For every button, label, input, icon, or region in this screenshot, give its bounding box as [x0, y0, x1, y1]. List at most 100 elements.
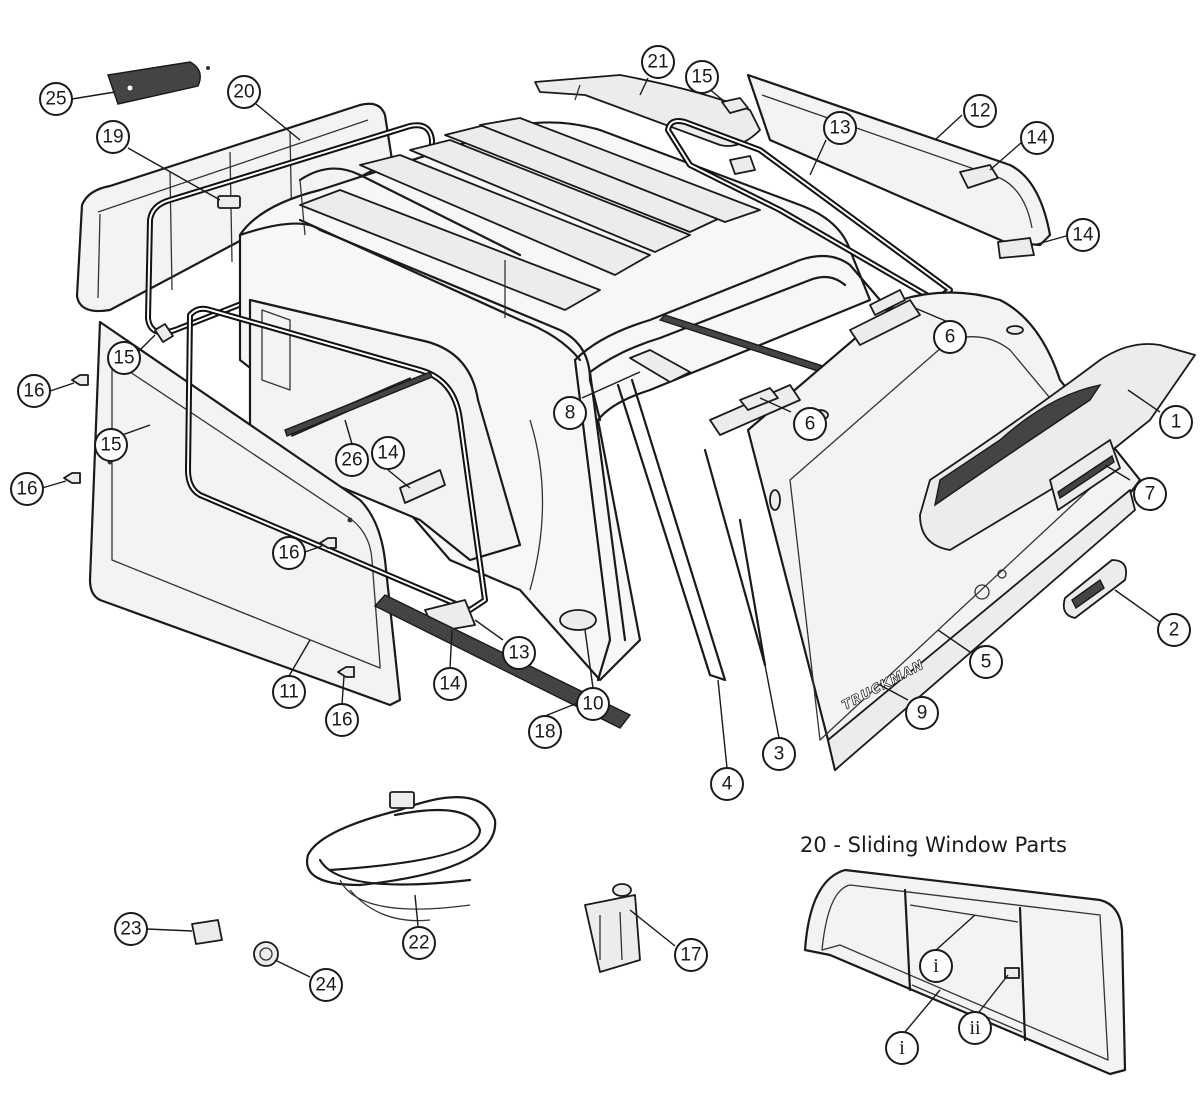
- callout-14-c-label: 14: [377, 443, 399, 464]
- callout-11-label: 11: [279, 682, 299, 703]
- callout-3-label: 3: [774, 744, 785, 765]
- side-rail-part: [284, 371, 433, 437]
- callout-9: 9: [905, 696, 939, 730]
- callout-2: 2: [1157, 613, 1191, 647]
- callout-16-a-label: 16: [23, 381, 44, 402]
- callout-14-b: 14: [1066, 218, 1100, 252]
- callout-8-label: 8: [565, 403, 576, 424]
- callout-13-side-label: 13: [508, 643, 529, 664]
- callout-2-label: 2: [1169, 620, 1180, 641]
- callout-14-a: 14: [1020, 121, 1054, 155]
- rear-upper-glass-part: [746, 73, 1052, 259]
- callout-16-b: 16: [10, 472, 44, 506]
- side-window-seal-part: [185, 305, 488, 613]
- callout-13-top: 13: [823, 111, 857, 145]
- callout-15-b-label: 15: [113, 348, 134, 369]
- callout-6-upper-label: 6: [945, 327, 956, 348]
- canopy-shell-part: [238, 117, 882, 682]
- callout-24-label: 24: [315, 975, 337, 996]
- callout-15-a-label: 15: [691, 67, 712, 88]
- callout-14-c: 14: [371, 436, 405, 470]
- callout-14-d-label: 14: [439, 674, 461, 695]
- callout-16-a: 16: [17, 374, 51, 408]
- clamp-bar-part: [107, 61, 210, 105]
- callout-ii: ii: [958, 1011, 992, 1045]
- callout-8: 8: [553, 396, 587, 430]
- callout-1: 1: [1159, 405, 1193, 439]
- callout-10-label: 10: [582, 694, 603, 715]
- callout-4: 4: [710, 767, 744, 801]
- callout-23-label: 23: [120, 919, 141, 940]
- callout-25-label: 25: [45, 89, 66, 110]
- callout-15-c: 15: [94, 428, 128, 462]
- callout-21-label: 21: [647, 52, 668, 73]
- callout-5-label: 5: [981, 652, 992, 673]
- callout-14-a-label: 14: [1026, 128, 1048, 149]
- callout-18-label: 18: [534, 722, 555, 743]
- callout-1-label: 1: [1171, 412, 1182, 433]
- callouts: 1 2 3 4 5 6 6 7 8 9 10 11 12 13 13 14 14…: [10, 45, 1193, 1065]
- callout-26-label: 26: [341, 450, 362, 471]
- latch-part-14-left: [399, 469, 446, 504]
- callout-i-lower-label: i: [899, 1037, 905, 1059]
- callout-19-label: 19: [102, 127, 123, 148]
- callout-6-lower: 6: [793, 407, 827, 441]
- callout-17: 17: [674, 938, 708, 972]
- leader-lines: [41, 77, 1161, 1033]
- wiring-harness-part: [305, 791, 497, 922]
- side-trim-strip-part: [616, 378, 727, 682]
- callout-ii-label: ii: [969, 1017, 981, 1039]
- gas-strut-bracket-part: [629, 349, 691, 383]
- callout-11: 11: [272, 675, 306, 709]
- callout-16-b-label: 16: [16, 479, 37, 500]
- sliding-window-inset: [803, 868, 1127, 1076]
- callout-16-c: 16: [272, 536, 306, 570]
- callout-7-label: 7: [1145, 484, 1156, 505]
- callout-3: 3: [762, 737, 796, 771]
- callout-26: 26: [335, 443, 369, 477]
- callout-18: 18: [528, 715, 562, 749]
- front-window-seal-part: [145, 122, 435, 343]
- connector-part-23: [191, 919, 223, 945]
- callout-22: 22: [402, 926, 436, 960]
- spoiler-part: [919, 343, 1196, 551]
- small-clip-part-15-top: [721, 97, 756, 175]
- callout-i-lower: i: [885, 1031, 919, 1065]
- door-hinge-part-lower: [709, 384, 829, 436]
- top-window-seal-part: [665, 118, 953, 303]
- connector-part-24: [253, 941, 279, 967]
- callout-10: 10: [576, 687, 610, 721]
- callout-13-side: 13: [502, 636, 536, 670]
- callout-i-upper-label: i: [933, 955, 939, 977]
- callout-12: 12: [963, 94, 997, 128]
- callout-22-label: 22: [408, 933, 429, 954]
- callout-4-label: 4: [722, 774, 733, 795]
- callout-23: 23: [114, 912, 148, 946]
- callout-15-b: 15: [107, 341, 141, 375]
- callout-16-d: 16: [325, 703, 359, 737]
- callout-5: 5: [969, 645, 1003, 679]
- callout-15-c-label: 15: [100, 435, 121, 456]
- callout-9-label: 9: [917, 703, 928, 724]
- callout-16-d-label: 16: [331, 710, 352, 731]
- inset-title: 20 - Sliding Window Parts: [800, 833, 1067, 857]
- callout-7: 7: [1133, 477, 1167, 511]
- callout-14-d: 14: [433, 667, 467, 701]
- base-seal-strip-part: [373, 594, 632, 729]
- door-handle-part: [1062, 559, 1127, 619]
- callout-21: 21: [641, 45, 675, 79]
- callout-i-upper: i: [919, 949, 953, 983]
- callout-15-a: 15: [685, 60, 719, 94]
- callout-12-label: 12: [969, 101, 990, 122]
- callout-19: 19: [96, 120, 130, 154]
- bracket-part-17: [584, 883, 641, 973]
- callout-6-lower-label: 6: [805, 414, 816, 435]
- callout-24: 24: [309, 968, 343, 1002]
- gas-strut-part: [703, 448, 767, 667]
- callout-17-label: 17: [680, 945, 701, 966]
- callout-6-upper: 6: [933, 320, 967, 354]
- callout-16-c-label: 16: [278, 543, 299, 564]
- callout-14-b-label: 14: [1072, 225, 1094, 246]
- brake-light-part: [1049, 439, 1121, 511]
